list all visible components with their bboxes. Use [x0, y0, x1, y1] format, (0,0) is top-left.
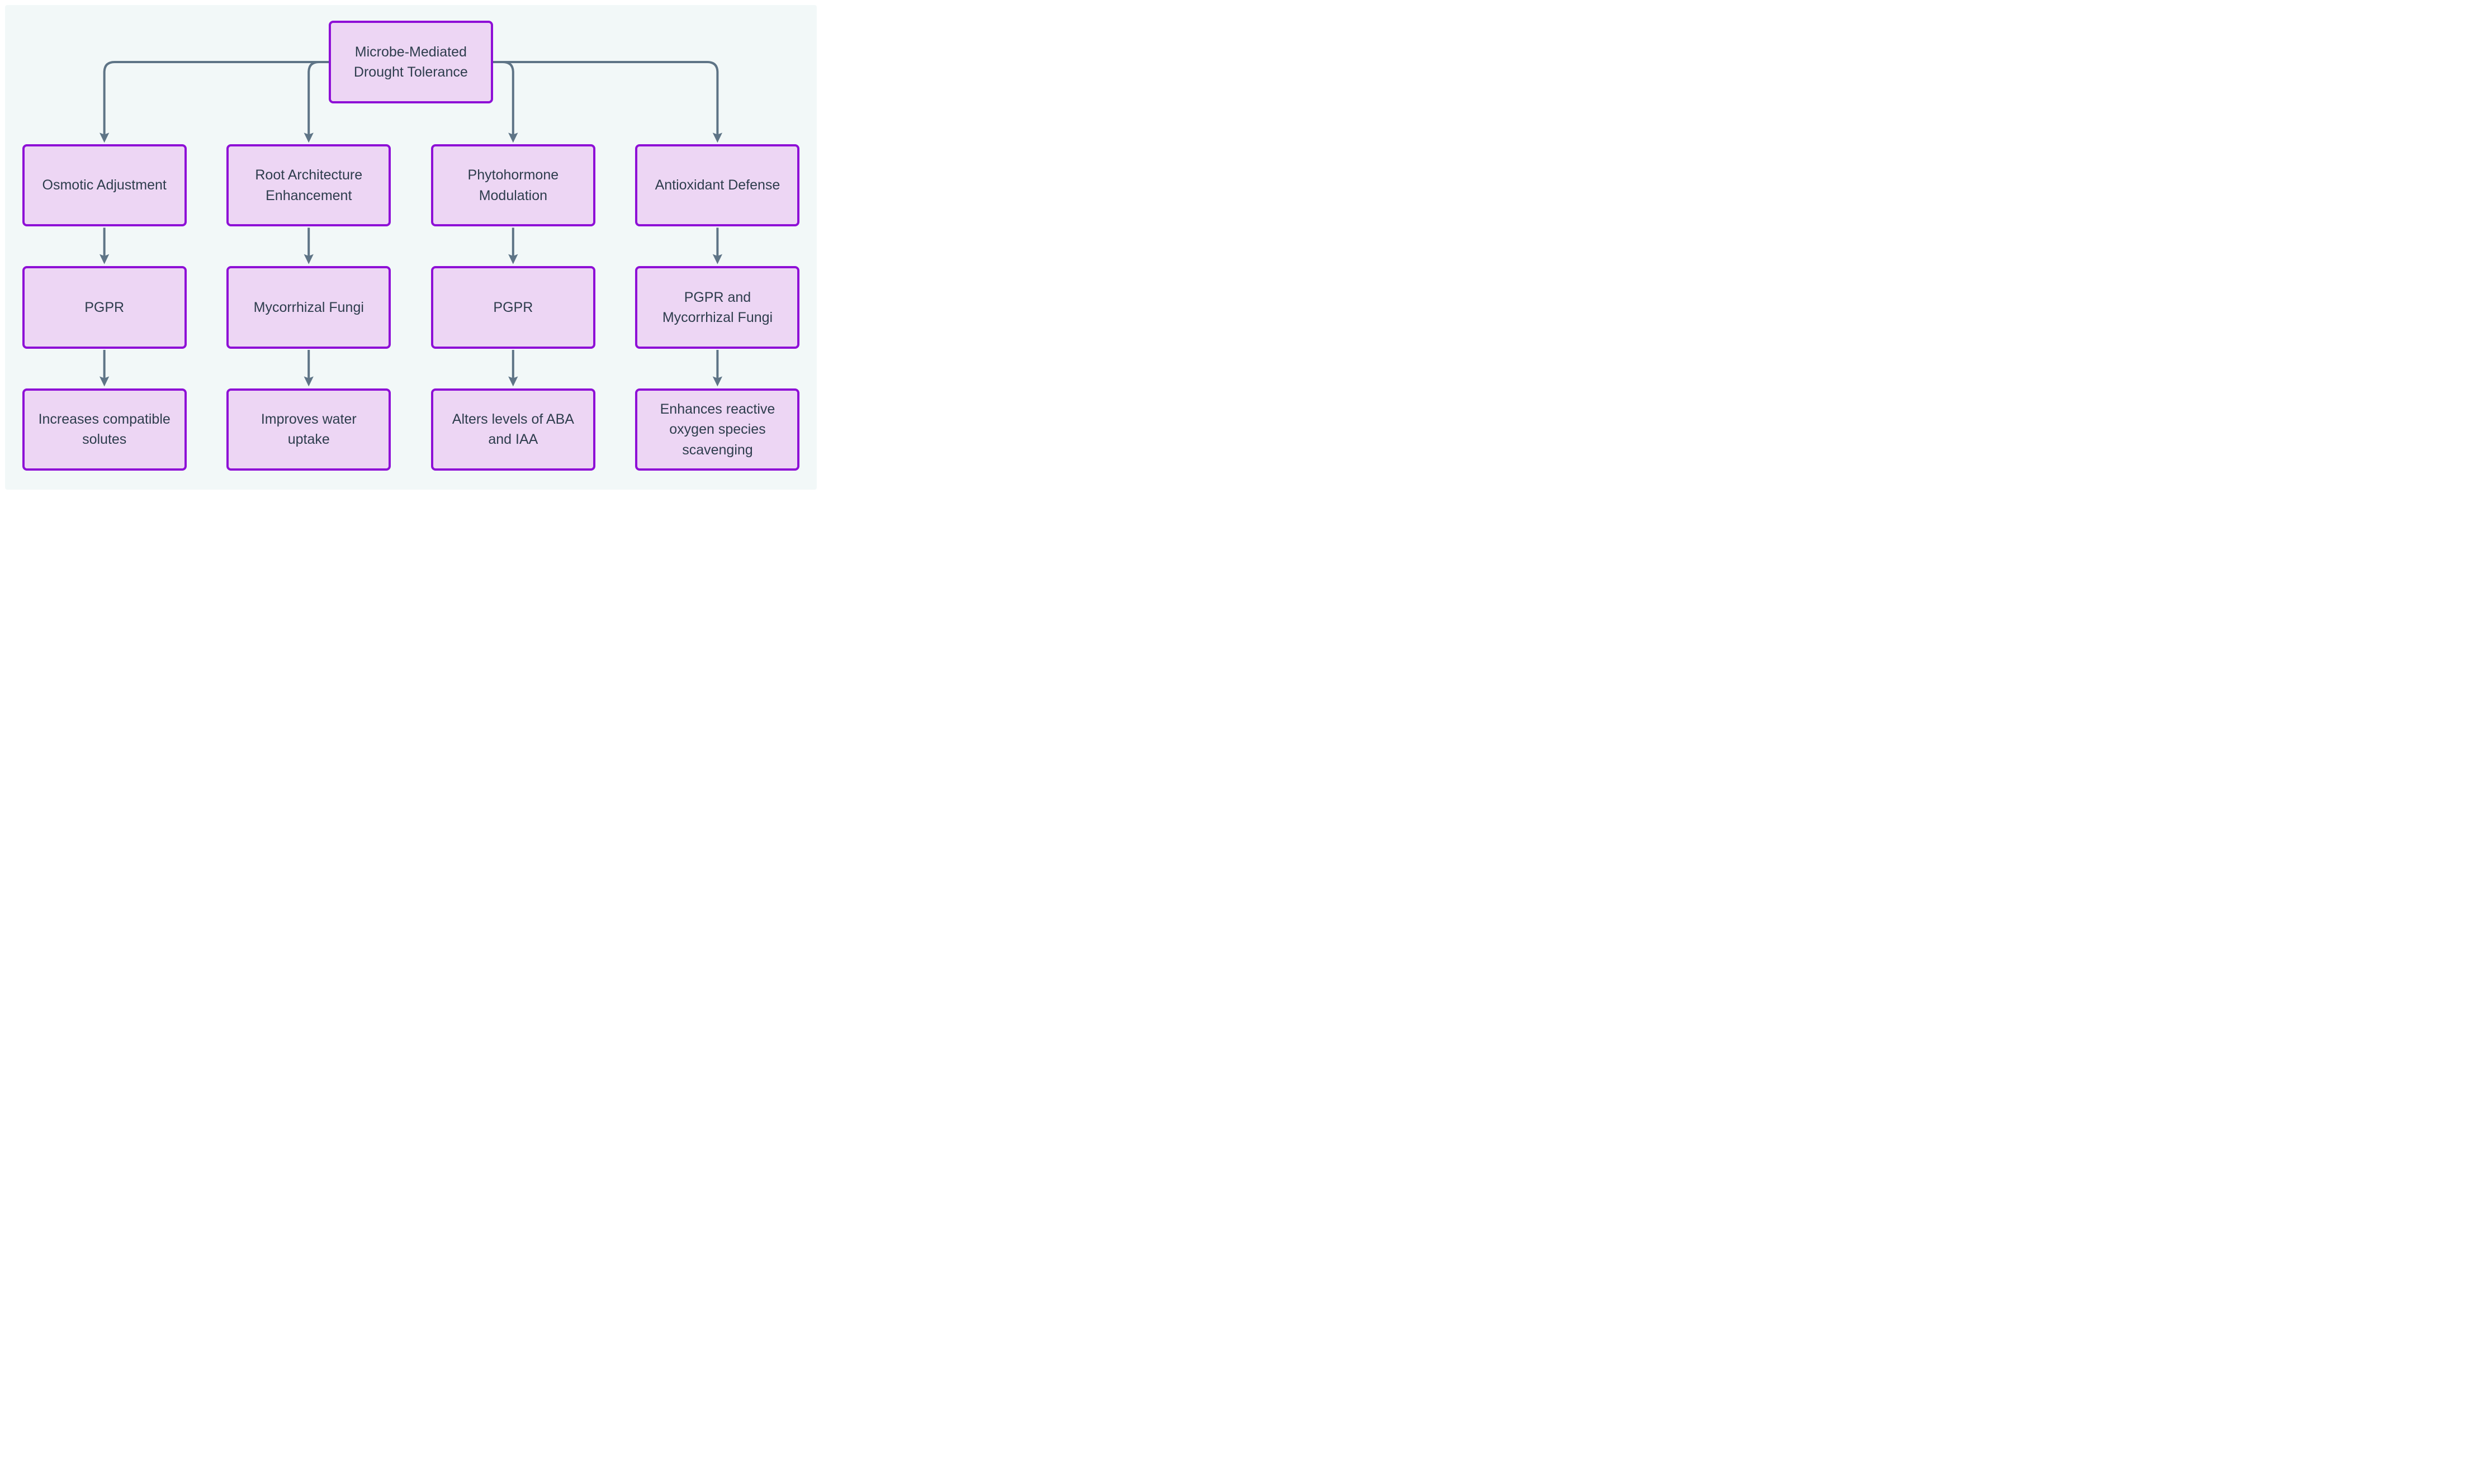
node-branch1-effect: Increases compatible solutes [22, 388, 187, 471]
node-branch3-effect: Alters levels of ABA and IAA [430, 388, 595, 471]
arrowhead-effect4 [712, 376, 723, 387]
node-branch2-mechanism: Root Architecture Enhancement [226, 144, 391, 227]
arrowhead-effect3 [508, 376, 518, 387]
flowchart-stage: Microbe-Mediated Drought Tolerance Osmot… [0, 0, 822, 495]
node-branch4-agent: PGPR and Mycorrhizal Fungi [635, 265, 800, 349]
arrowhead-agent1 [99, 254, 110, 264]
arrowhead-agent3 [508, 254, 518, 264]
node-branch2-agent: Mycorrhizal Fungi [226, 265, 391, 349]
edge-root-to-branch4 [491, 61, 719, 135]
node-root: Microbe-Mediated Drought Tolerance [328, 21, 493, 104]
edge-root-to-branch1 [103, 61, 330, 135]
edge-root-to-branch3 [491, 61, 514, 135]
arrowhead-root-branch1 [99, 132, 110, 143]
node-branch1-mechanism: Osmotic Adjustment [22, 144, 187, 227]
arrowhead-root-branch2 [304, 132, 314, 143]
node-branch1-agent: PGPR [22, 265, 187, 349]
connector-layer [99, 61, 723, 387]
node-branch3-mechanism: Phytohormone Modulation [430, 144, 595, 227]
node-branch4-effect: Enhances reactive oxygen species scaveng… [635, 388, 800, 471]
node-branch2-effect: Improves water uptake [226, 388, 391, 471]
arrowhead-agent2 [304, 254, 314, 264]
arrowhead-root-branch3 [508, 132, 518, 143]
node-branch4-mechanism: Antioxidant Defense [635, 144, 800, 227]
arrowhead-effect1 [99, 376, 110, 387]
arrowhead-agent4 [712, 254, 723, 264]
edge-root-to-branch2 [307, 61, 330, 135]
node-branch3-agent: PGPR [430, 265, 595, 349]
arrowhead-effect2 [304, 376, 314, 387]
arrowhead-root-branch4 [712, 132, 723, 143]
